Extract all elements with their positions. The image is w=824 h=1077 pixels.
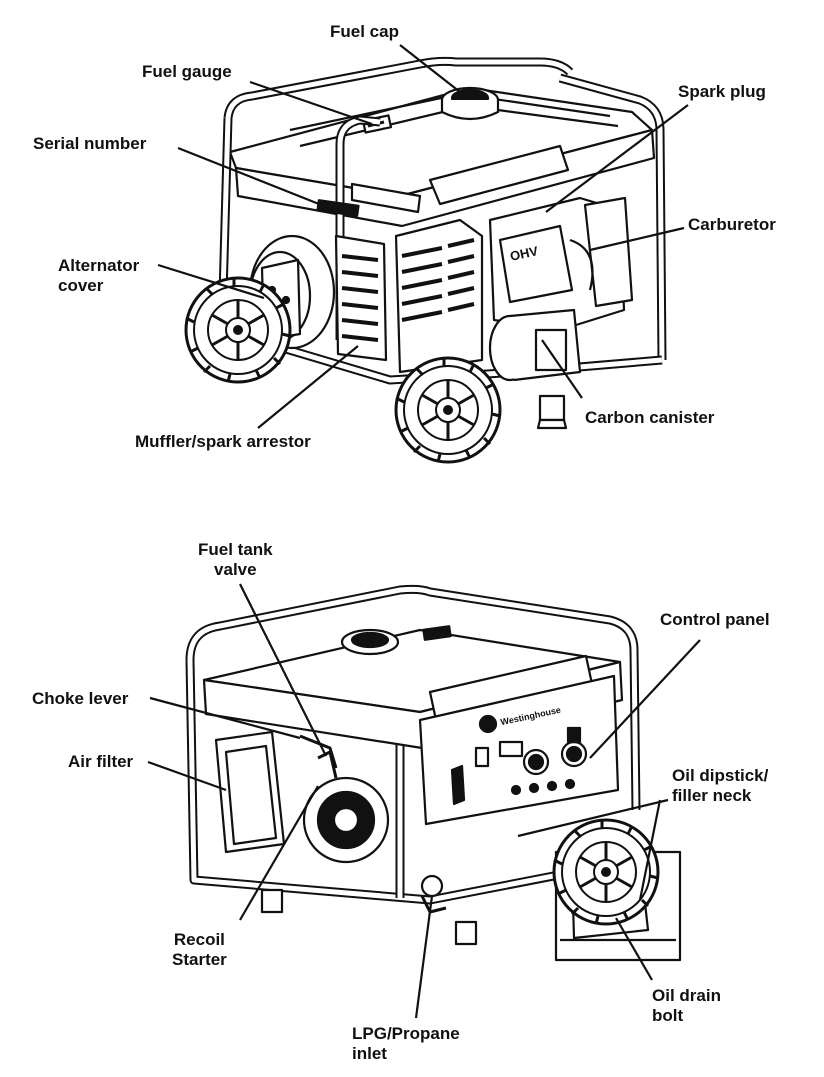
label-muffler: Muffler/spark arrestor	[135, 432, 311, 451]
label-choke-lever: Choke lever	[32, 689, 129, 708]
label-lpg-propane-inlet: LPG/Propane inlet	[352, 1024, 460, 1063]
label-air-filter: Air filter	[68, 752, 134, 771]
label-control-panel: Control panel	[660, 610, 770, 629]
top-left-wheel	[184, 276, 292, 384]
bottom-leader-lines	[147, 583, 701, 1019]
label-oil-dipstick: Oil dipstick/ filler neck	[672, 766, 769, 805]
bottom-wheel	[552, 818, 660, 926]
label-fuel-cap: Fuel cap	[330, 22, 399, 41]
label-serial-number: Serial number	[33, 134, 147, 153]
label-alternator-cover: Alternator cover	[58, 256, 140, 295]
top-leader-lines	[157, 44, 689, 429]
label-carbon-canister: Carbon canister	[585, 408, 715, 427]
top-front-wheel	[394, 356, 502, 464]
label-fuel-gauge: Fuel gauge	[142, 62, 232, 81]
label-carburetor: Carburetor	[688, 215, 776, 234]
label-fuel-tank-valve: Fuel tank valve	[198, 540, 273, 579]
label-oil-drain-bolt: Oil drain bolt	[652, 986, 721, 1025]
label-spark-plug: Spark plug	[678, 82, 766, 101]
label-recoil-starter: Recoil Starter	[172, 930, 227, 969]
